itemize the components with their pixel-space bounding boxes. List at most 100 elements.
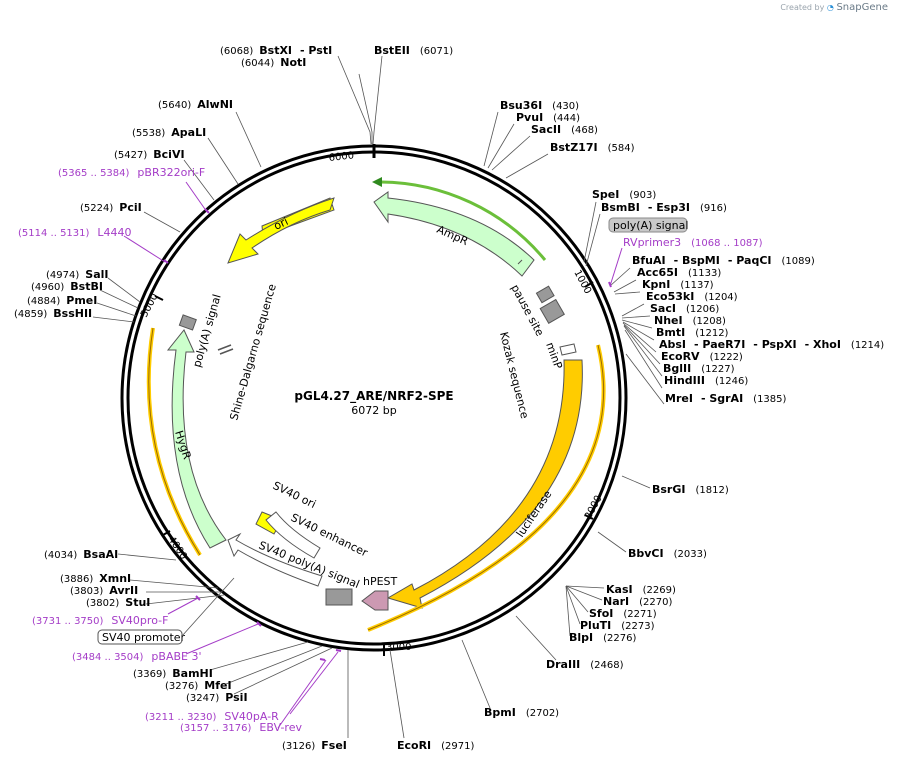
minp-label: minP: [543, 341, 565, 372]
site-bpmi: BpmI(2702): [484, 706, 559, 719]
primer-sv40pa-r: (3211 .. 3230)SV40pA-R: [145, 710, 279, 723]
site-bsshii: (4859)BssHII: [14, 307, 92, 320]
luciferase-outer-bar-edge: [367, 344, 605, 631]
site-bamhi: (3369)BamHI: [133, 667, 213, 680]
ori-label: ori: [272, 215, 290, 233]
site-bsmbi: BsmBI- Esp3I(916): [601, 201, 727, 214]
primer-leaders: [123, 181, 623, 729]
sv40-enhancer-feature: [265, 511, 321, 559]
plasmid-length: 6072 bp: [351, 404, 396, 417]
plasmid-name: pGL4.27_ARE/NRF2-SPE: [294, 389, 453, 404]
hpest-feature: [361, 590, 389, 611]
shine-dalgarno-mark-1: [217, 344, 232, 351]
ampr-promoter-bar: [377, 180, 547, 261]
site-bsrgi: BsrGI(1812): [652, 483, 729, 496]
svg-text:SV40 promoter: SV40 promoter: [102, 631, 186, 644]
site-mrei: MreI- SgrAI(1385): [665, 392, 787, 405]
hygr-outer-bar-edge: [148, 327, 201, 556]
site-bmti: BmtI(1212): [656, 326, 729, 339]
polya-signal-label: poly(A) signal: [190, 293, 223, 369]
sv40-promoter-arrow: [227, 532, 323, 587]
primer-l4440: (5114 .. 5131)L4440: [18, 226, 132, 239]
site-alwni: (5640)AlwNI: [158, 98, 233, 111]
site-noti: (6044)NotI: [241, 56, 306, 69]
hygr-feature: [166, 329, 227, 549]
site-bglii: BglII(1227): [663, 362, 735, 375]
sv40-ori-label: SV40 ori: [271, 479, 318, 511]
tick-2000: [584, 514, 594, 520]
site-bfuai: BfuAI- BspMI- PaqCI(1089): [632, 254, 815, 267]
site-pcii: (5224)PciI: [80, 201, 142, 214]
site-bstbi: (4960)BstBI: [31, 280, 103, 293]
site-ecori: EcoRI(2971): [397, 739, 475, 752]
site-apali: (5538)ApaLI: [132, 126, 206, 139]
luciferase-feature: [386, 359, 583, 609]
site-avrii: (3803)AvrII: [70, 584, 138, 597]
tick-5000: [154, 295, 164, 301]
tick-label-4000: 4000: [166, 535, 189, 562]
svg-text:poly(A) signal: poly(A) signal: [613, 219, 688, 232]
snapgene-logo-icon: ◔: [826, 3, 834, 12]
site-bsteii: BstEII(6071): [374, 44, 453, 57]
ampr-inner-mark: [517, 259, 523, 265]
site-leaders: [92, 55, 665, 739]
site-hindiii: HindIII(1246): [664, 374, 748, 387]
site-stui: (3802)StuI: [86, 596, 150, 609]
hpest-label: hPEST: [363, 575, 398, 588]
primer-pbr322ori-f: (5365 .. 5384)pBR322ori-F: [58, 166, 205, 179]
site-mfei: (3276)MfeI: [165, 679, 232, 692]
primer-labels: (5365 .. 5384)pBR322ori-F (5114 .. 5131)…: [18, 166, 763, 734]
ori-arrow: [227, 197, 335, 264]
sv40-promoter-boxed-label: SV40 promoter: [97, 577, 235, 645]
site-bstz17i: BstZ17I(584): [550, 141, 635, 154]
site-sacii: SacII(468): [531, 123, 598, 136]
snapgene-credit: Created by ◔ SnapGene: [780, 2, 888, 13]
kozak-label: Kozak sequence: [497, 331, 531, 421]
site-spei: SpeI(903): [592, 188, 656, 201]
tick-4000: [162, 530, 171, 536]
site-bsaai: (4034)BsaAI: [44, 548, 118, 561]
pause-site-box-2: [539, 298, 565, 324]
site-bcivi: (5427)BciVI: [114, 148, 185, 161]
site-eco53ki: Eco53kI(1204): [646, 290, 738, 303]
site-bstxi: (6068)BstXI- PstI: [220, 44, 332, 57]
shine-dalgarno-mark-2: [219, 348, 234, 355]
sv40-polya-box: [325, 588, 353, 606]
site-saci: SacI(1206): [650, 302, 719, 315]
site-pvui: PvuI(444): [516, 111, 580, 124]
site-bsu36i: Bsu36I(430): [500, 99, 579, 112]
site-labels: (6068)BstXI- PstI (6044)NotI BstEII(6071…: [14, 44, 884, 752]
site-psii: (3247)PsiI: [186, 691, 248, 704]
credit-prefix: Created by: [780, 3, 825, 12]
site-kasi: KasI(2269): [606, 583, 676, 596]
polya-signal-box: [178, 314, 197, 331]
shine-dalgarno-label: Shine-Dalgarno sequence: [227, 282, 278, 422]
primer-pbabe3: (3484 .. 3504)pBABE 3': [72, 650, 202, 663]
site-xmni: (3886)XmnI: [60, 572, 131, 585]
site-absi: AbsI- PaeR7I- PspXI- XhoI(1214): [659, 338, 884, 351]
polya-signal-boxed-label: poly(A) signal: [608, 217, 688, 233]
site-pmei: (4884)PmeI: [27, 294, 97, 307]
ampr-promoter-arrowhead: [372, 177, 382, 187]
site-draiii: DraIII(2468): [546, 658, 624, 671]
tick-1000: [584, 281, 594, 288]
tick-label-3000: 3000: [386, 642, 411, 653]
site-fsei: (3126)FseI: [282, 739, 347, 752]
site-sfoi: SfoI(2271): [589, 607, 657, 620]
site-nhei: NheI(1208): [654, 314, 726, 327]
ampr-feature: [373, 191, 535, 277]
primer-rvprimer3: RVprimer3(1068 .. 1087): [623, 236, 763, 249]
pause-site-box-1: [535, 285, 555, 304]
site-sali: (4974)SalI: [46, 268, 108, 281]
site-blpi: BlpI(2276): [569, 631, 636, 644]
site-acc65i: Acc65I(1133): [637, 266, 721, 279]
site-kpni: KpnI(1137): [642, 278, 714, 291]
minp-feature: [559, 343, 577, 356]
primer-sv40pro-f: (3731 .. 3750)SV40pro-F: [32, 614, 168, 627]
site-bbvci: BbvCI(2033): [628, 547, 707, 560]
backbone: [120, 144, 628, 652]
site-pluti: PluTI(2273): [580, 619, 655, 632]
credit-brand: SnapGene: [836, 2, 888, 13]
site-nari: NarI(2270): [603, 595, 673, 608]
